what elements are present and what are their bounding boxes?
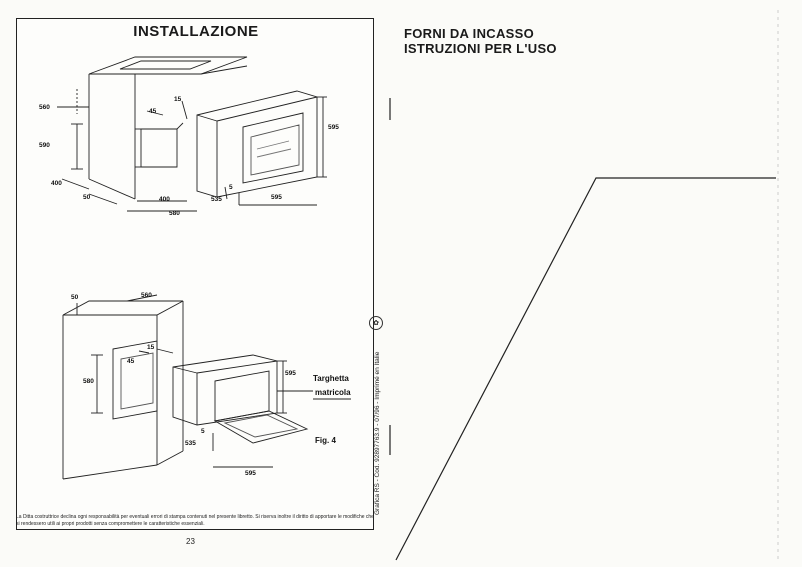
- dim-535-top: 535: [211, 196, 222, 203]
- dim-595-height-bottom: 595: [285, 370, 296, 377]
- dim-535-bottom: 535: [185, 440, 196, 447]
- dim-560-bottom: 560: [141, 292, 152, 299]
- dim-400-side: 400: [51, 180, 62, 187]
- flower-logo-icon: ✿: [369, 316, 383, 330]
- cover-title-line-2: ISTRUZIONI PER L'USO: [404, 41, 557, 56]
- figure-caption: Fig. 4: [315, 436, 336, 445]
- cover-title: FORNI DA INCASSO ISTRUZIONI PER L'USO: [404, 26, 557, 56]
- dim-595-height-top: 595: [328, 124, 339, 131]
- dim-590: 590: [39, 142, 50, 149]
- dim-45-top: 45: [149, 108, 157, 115]
- installation-drawings: 560 590 400 50 400 580 45 15 595 5 535 5…: [39, 56, 351, 480]
- figure-top-drawing: [57, 56, 327, 212]
- dim-580-bottom: 580: [83, 378, 94, 385]
- cover-title-line-1: FORNI DA INCASSO: [404, 26, 534, 41]
- disclaimer-text: La Ditta costruttrice declina ogni respo…: [16, 514, 374, 527]
- dim-595-width-bottom: 595: [245, 470, 256, 477]
- figure-bottom-drawing: [62, 294, 351, 480]
- page-number: 23: [186, 537, 195, 546]
- dim-595-width-top: 595: [271, 194, 282, 201]
- page-title: INSTALLAZIONE: [133, 23, 259, 40]
- dim-560-top: 560: [39, 104, 50, 111]
- dim-15-bottom: 15: [147, 344, 155, 351]
- dim-15-top: 15: [174, 96, 182, 103]
- dim-5-bottom: 5: [201, 428, 205, 435]
- label-matricola: matricola: [315, 388, 351, 397]
- label-targhetta: Targhetta: [313, 374, 349, 383]
- installation-panel: INSTALLAZIONE: [16, 18, 374, 530]
- dim-400-bottom: 400: [159, 196, 170, 203]
- dim-50-bottom: 50: [71, 294, 79, 301]
- dim-5-top: 5: [229, 184, 233, 191]
- cover-diagonal-line: [395, 177, 776, 561]
- dim-580-top: 580: [169, 210, 180, 217]
- dim-50-top: 50: [83, 194, 91, 201]
- dim-45-bottom: 45: [127, 358, 135, 365]
